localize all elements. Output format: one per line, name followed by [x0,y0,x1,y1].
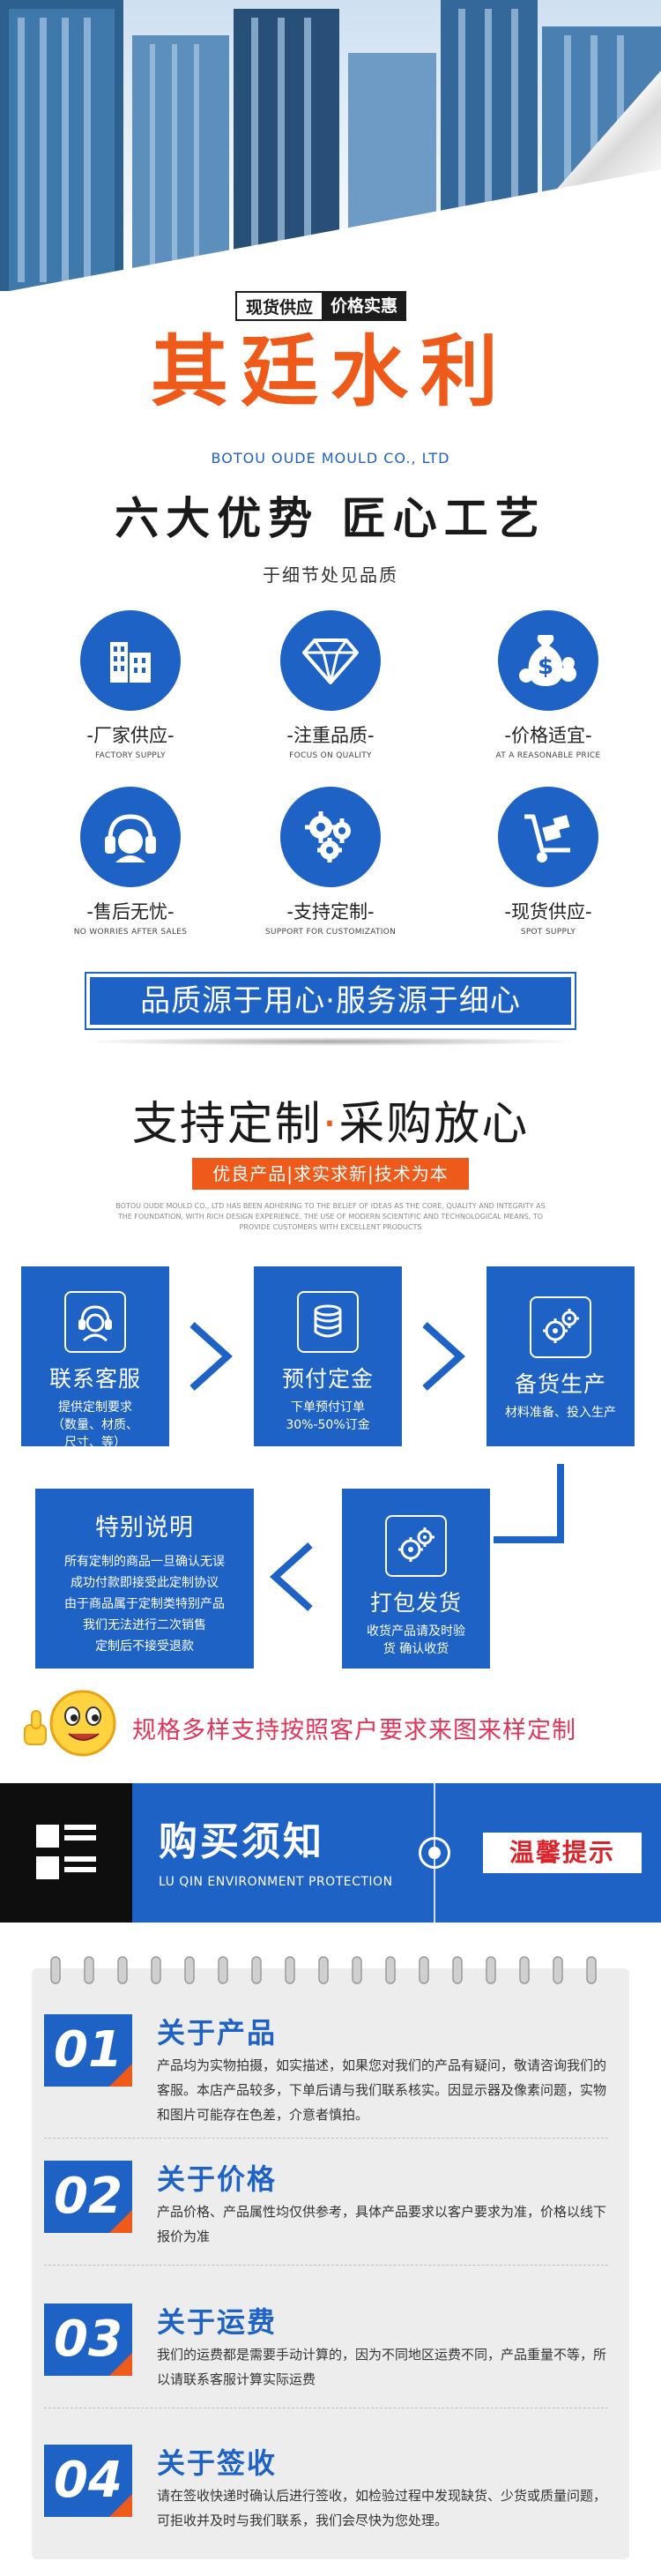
special-line: 成功付款即接受此定制协议 [71,1576,219,1590]
feature-subtitle-en: SPOT SUPPLY [520,928,576,937]
company-description-en: BOTOU OUDE MOULD CO., LTD HAS BEEN ADHER… [115,1202,546,1231]
gears-icon [530,1296,591,1358]
step-desc: 材料准备、投入生产 [505,1406,616,1420]
item-text: 产品均为实物拍摄，如实描述，如果您对我们的产品有疑问，敬请咨询我们的客服。本店产… [157,2057,607,2123]
item-title: 关于产品 [157,2016,278,2050]
feature-title: -厂家供应- [86,725,175,746]
item-text: 请在签收快递时确认后进行签收，如检验过程中发现缺货、少货或质量问题，可拒收并及时… [157,2488,607,2528]
stock-price-tag: 现货供应 价格实惠 [235,291,407,321]
notice-title: 购买须知 [159,1819,324,1864]
custom-title-dot: · [322,1098,339,1151]
item-title: 关于签收 [157,2446,278,2480]
step-packing-shipping: 打包发货 收货产品请及时验 货 确认收货 [342,1489,490,1669]
ring-icon [419,1837,450,1869]
notice-logo-block [0,1783,132,1923]
tag-right: 价格实惠 [322,291,407,321]
step-title: 备货生产 [514,1371,606,1397]
purchase-notice-header: 购买须知 LU QIN ENVIRONMENT PROTECTION 温馨提示 [0,1783,661,1923]
svg-text:$: $ [538,653,553,680]
custom-title-left: 支持定制 [131,1098,323,1151]
coins-icon [297,1291,359,1353]
process-connector [494,1536,564,1543]
custom-title: 支持定制·采购放心 [0,1086,661,1153]
feature-focus-quality: -注重品质- FOCUS ON QUALITY [234,610,427,760]
hero-banner [0,0,661,291]
money-bag-icon: $ [498,610,598,711]
feature-subtitle-en: NO WORRIES AFTER SALES [73,928,188,937]
item-title: 关于价格 [157,2162,278,2196]
item-divider [44,2265,608,2266]
gears-icon [385,1515,447,1577]
notebook-rings [50,1956,597,1984]
chevron-right-icon [189,1322,233,1391]
values-pill: 优良产品|求实求新|技术为本 [192,1158,469,1190]
item-text: 产品价格、产品属性均仅供参考，具体产品要求以客户要求为准，价格以线下报价为准 [157,2204,607,2244]
chevron-right-icon [422,1322,465,1391]
step-desc: 下单预付订单 30%-50%订金 [286,1400,370,1432]
feature-after-sales: -售后无忧- NO WORRIES AFTER SALES [33,787,227,937]
special-lines: 所有定制的商品一旦确认无误 成功付款即接受此定制协议 由于商品属于定制类特别产品… [35,1551,254,1657]
feature-title: -现货供应- [504,901,592,922]
step-deposit: 预付定金 下单预付订单 30%-50%订金 [254,1266,402,1446]
step-desc: 收货产品请及时验 货 确认收货 [367,1624,465,1656]
notice-subtitle-en: LU QIN ENVIRONMENT PROTECTION [159,1875,393,1889]
special-title: 特别说明 [95,1514,194,1542]
smiley-thumbs-up-icon [24,1690,116,1757]
step-desc: 提供定制要求 （数量、材质、 尺寸、等） [52,1400,138,1450]
special-notice-box: 特别说明 所有定制的商品一旦确认无误 成功付款即接受此定制协议 由于商品属于定制… [35,1489,254,1669]
feature-spot-supply: -现货供应- SPOT SUPPLY [451,787,645,937]
customization-slogan: 规格多样支持按照客户要求来图来样定制 [132,1717,576,1744]
step-title: 联系客服 [48,1366,141,1392]
feature-subtitle-en: FACTORY SUPPLY [95,751,166,760]
item-number: 03 [44,2303,132,2376]
diamond-icon [280,610,381,711]
item-title: 关于运费 [157,2305,278,2339]
process-connector [557,1464,564,1543]
building-icon [80,610,181,711]
grid-icon [36,1825,96,1879]
quality-service-banner: 品质源于用心·服务源于细心 [85,972,576,1030]
chevron-left-icon [270,1542,313,1611]
feature-factory-supply: -厂家供应- FACTORY SUPPLY [33,610,227,760]
feature-customization: -支持定制- SUPPORT FOR CUSTOMIZATION [234,787,427,937]
step-title: 打包发货 [369,1590,462,1616]
advantages-subtitle: 于细节处见品质 [263,564,398,586]
tag-left: 现货供应 [235,291,323,321]
notice-notebook: 01 关于产品 产品均为实物拍摄，如实描述，如果您对我们的产品有疑问，敬请咨询我… [32,1968,629,2559]
feature-title: -支持定制- [286,901,375,922]
feature-reasonable-price: $ -价格适宜- AT A REASONABLE PRICE [451,610,645,760]
gears-icon [280,787,381,887]
item-text: 我们的运费都是需要手动计算的，因为不同地区运费不同，产品重量不等，所以请联系客服… [157,2347,607,2387]
customer-service-icon [64,1291,126,1353]
feature-title: -价格适宜- [504,725,592,746]
item-divider [44,2138,608,2139]
feature-subtitle-en: FOCUS ON QUALITY [289,751,372,760]
special-line: 我们无法进行二次销售 [83,1618,206,1632]
brand-subtitle-en: BOTOU OUDE MOULD CO., LTD [211,450,450,467]
banner-shadow [78,1037,583,1046]
headset-icon [80,787,181,887]
brand-title: 其廷水利 [150,326,510,417]
item-number: 02 [44,2161,132,2233]
warm-tip-label: 温馨提示 [483,1833,642,1873]
feature-subtitle-en: AT A REASONABLE PRICE [495,751,601,760]
feature-title: -售后无忧- [86,901,175,922]
feature-subtitle-en: SUPPORT FOR CUSTOMIZATION [264,928,397,937]
item-number: 01 [44,2014,132,2087]
hand-truck-icon [498,787,598,887]
item-number: 04 [44,2445,132,2517]
special-line: 所有定制的商品一旦确认无误 [64,1555,225,1569]
step-production: 备货生产 材料准备、投入生产 [486,1266,635,1446]
step-contact-service: 联系客服 提供定制要求 （数量、材质、 尺寸、等） [21,1266,169,1450]
custom-title-right: 采购放心 [338,1098,530,1151]
step-title: 预付定金 [281,1366,374,1392]
special-line: 定制后不接受退款 [95,1639,194,1654]
special-line: 由于商品属于定制类特别产品 [64,1597,225,1611]
advantages-title: 六大优势 匠心工艺 [115,493,546,544]
feature-title: -注重品质- [286,725,375,746]
